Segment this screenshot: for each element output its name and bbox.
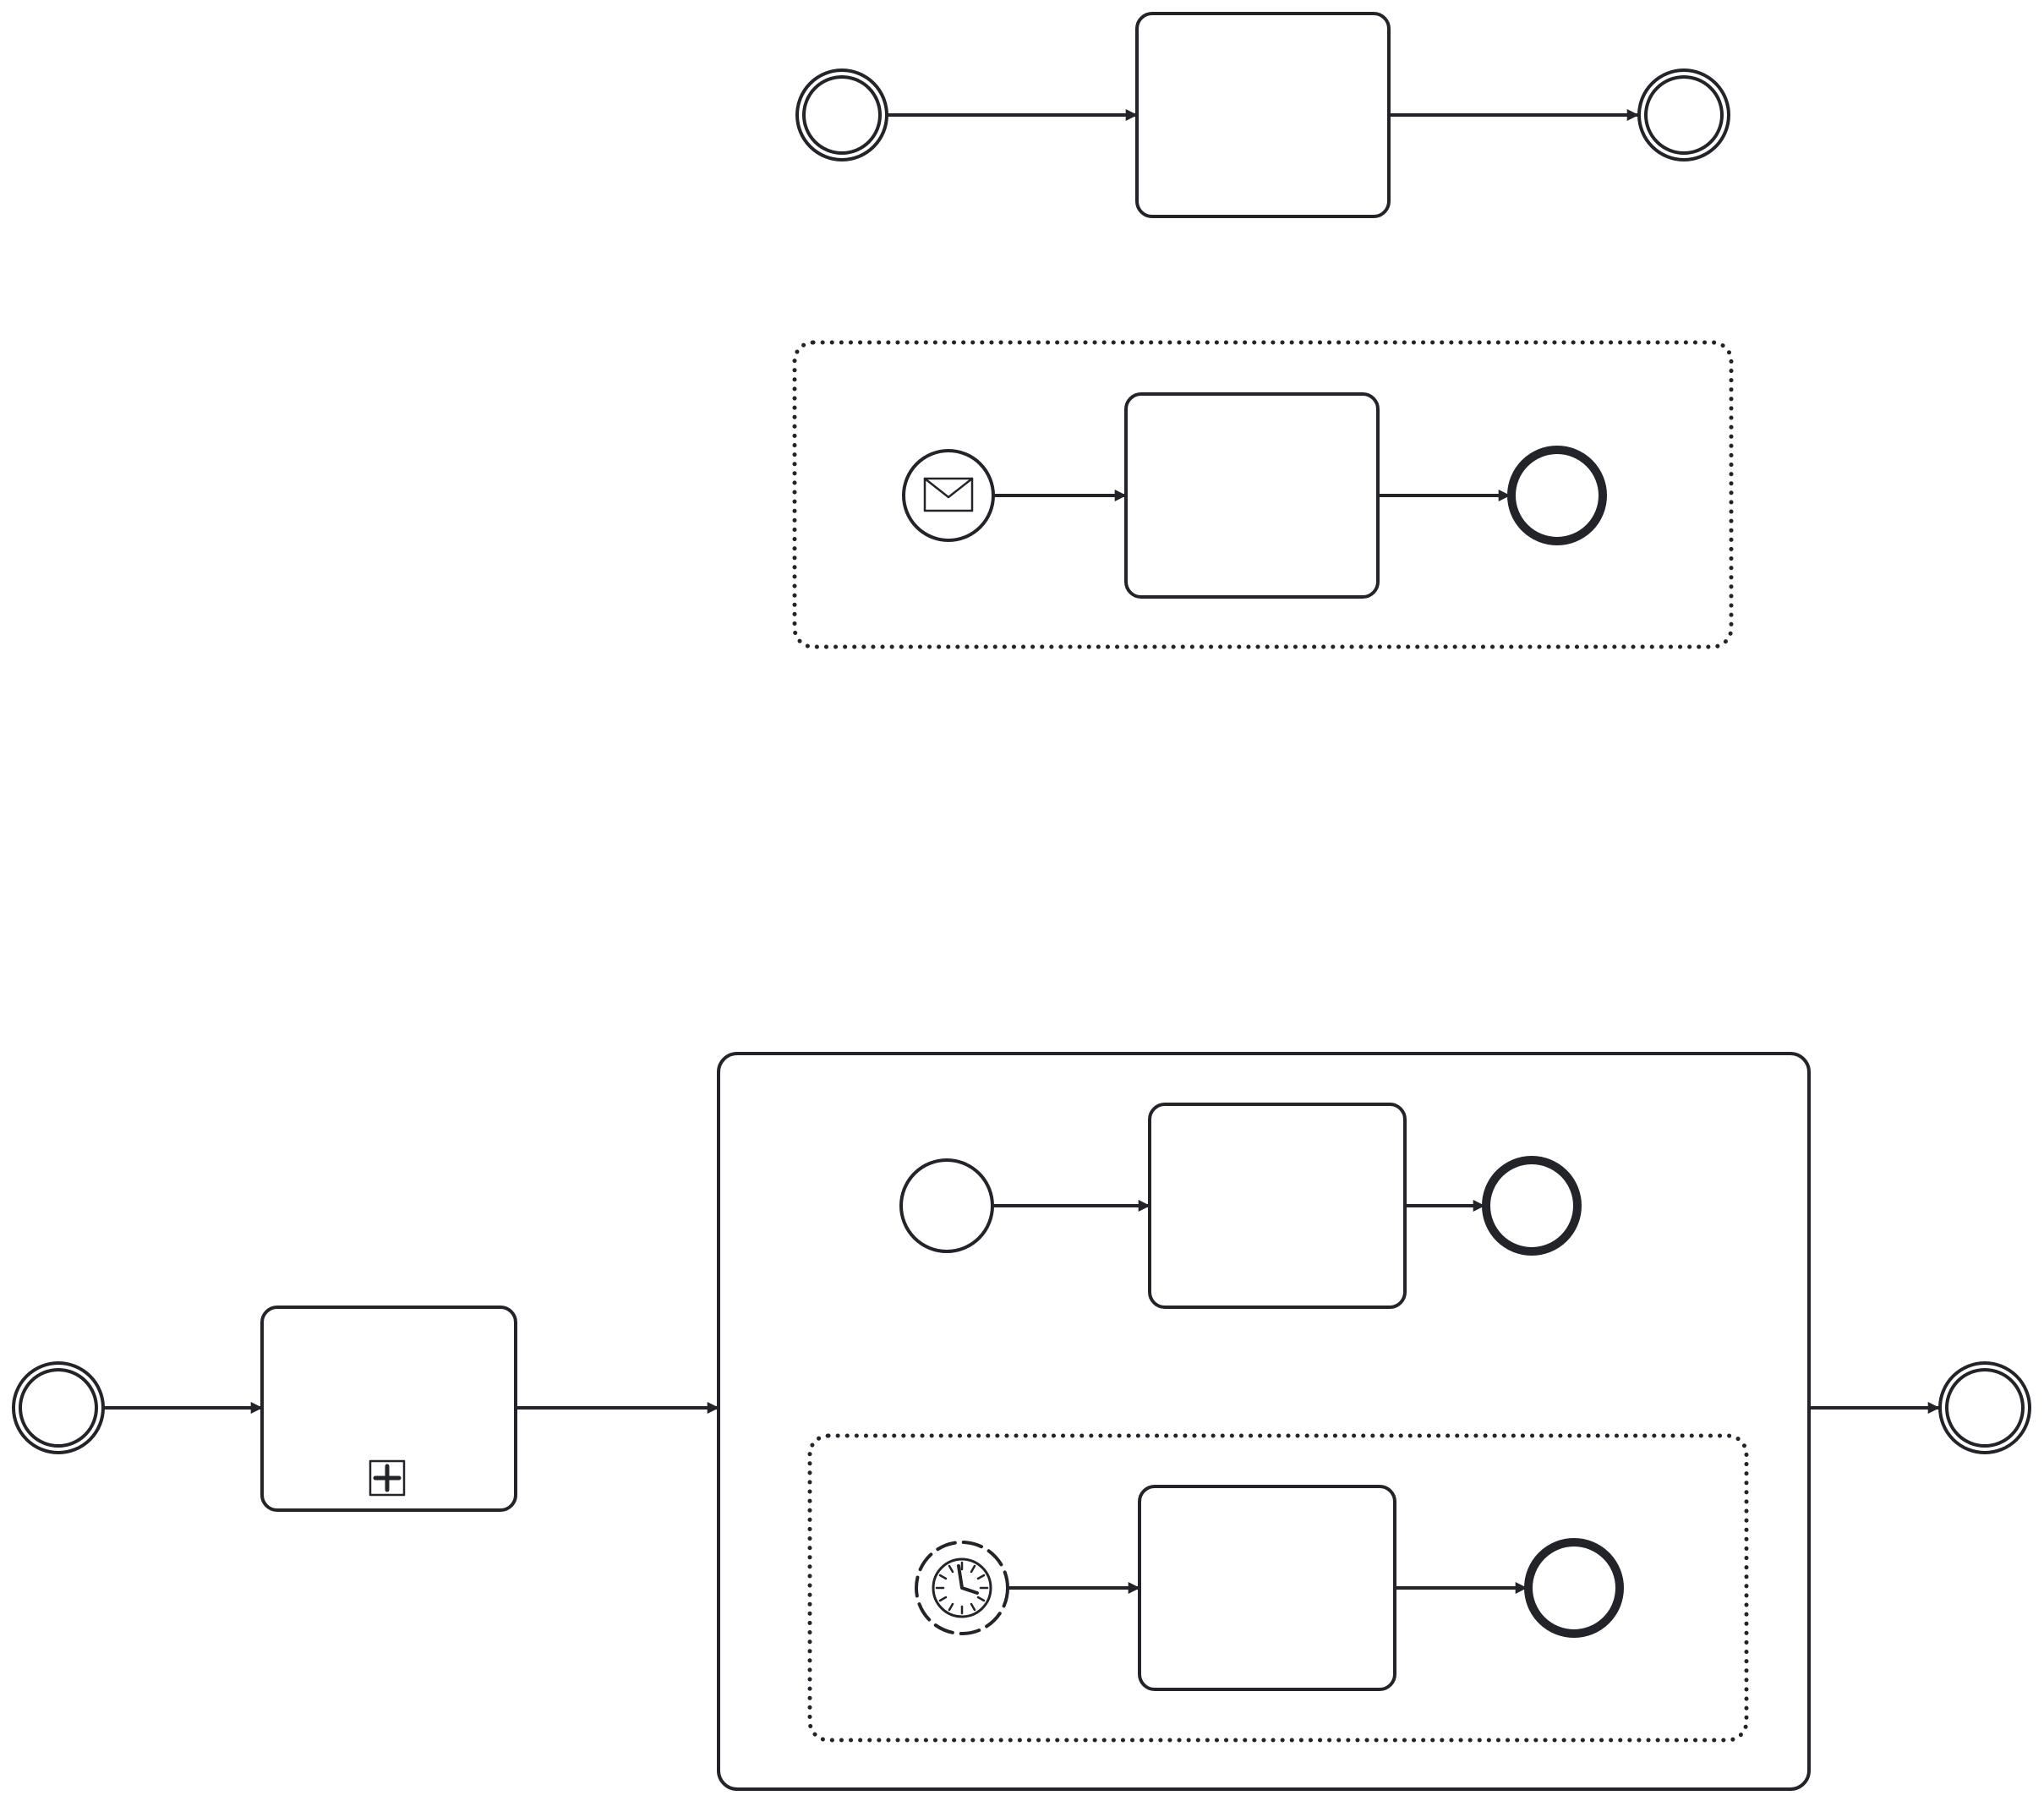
inner-event-subprocess[interactable]	[807, 1433, 1749, 1743]
top-start-event[interactable]	[795, 68, 888, 161]
timer-start-event[interactable]	[915, 1541, 1009, 1635]
collapsed-subprocess[interactable]	[260, 1306, 517, 1512]
clock-icon	[932, 1557, 992, 1618]
main-end-event[interactable]	[1938, 1361, 2031, 1454]
message-start-event[interactable]	[902, 449, 995, 542]
top-task[interactable]	[1135, 12, 1391, 218]
timer-task[interactable]	[1138, 1485, 1396, 1691]
plus-marker-icon	[369, 1459, 406, 1497]
event-subprocess-top[interactable]	[792, 340, 1734, 649]
inner-end-event[interactable]	[1482, 1156, 1582, 1256]
timer-end-event[interactable]	[1524, 1538, 1624, 1638]
main-start-event[interactable]	[12, 1361, 105, 1454]
event-subprocess-task[interactable]	[1124, 392, 1380, 599]
top-end-event[interactable]	[1637, 68, 1730, 161]
expanded-subprocess[interactable]	[717, 1052, 1811, 1791]
inner-task[interactable]	[1148, 1103, 1407, 1309]
event-subprocess-end-event[interactable]	[1507, 446, 1607, 545]
inner-start-event[interactable]	[899, 1158, 994, 1253]
envelope-icon	[923, 477, 974, 512]
